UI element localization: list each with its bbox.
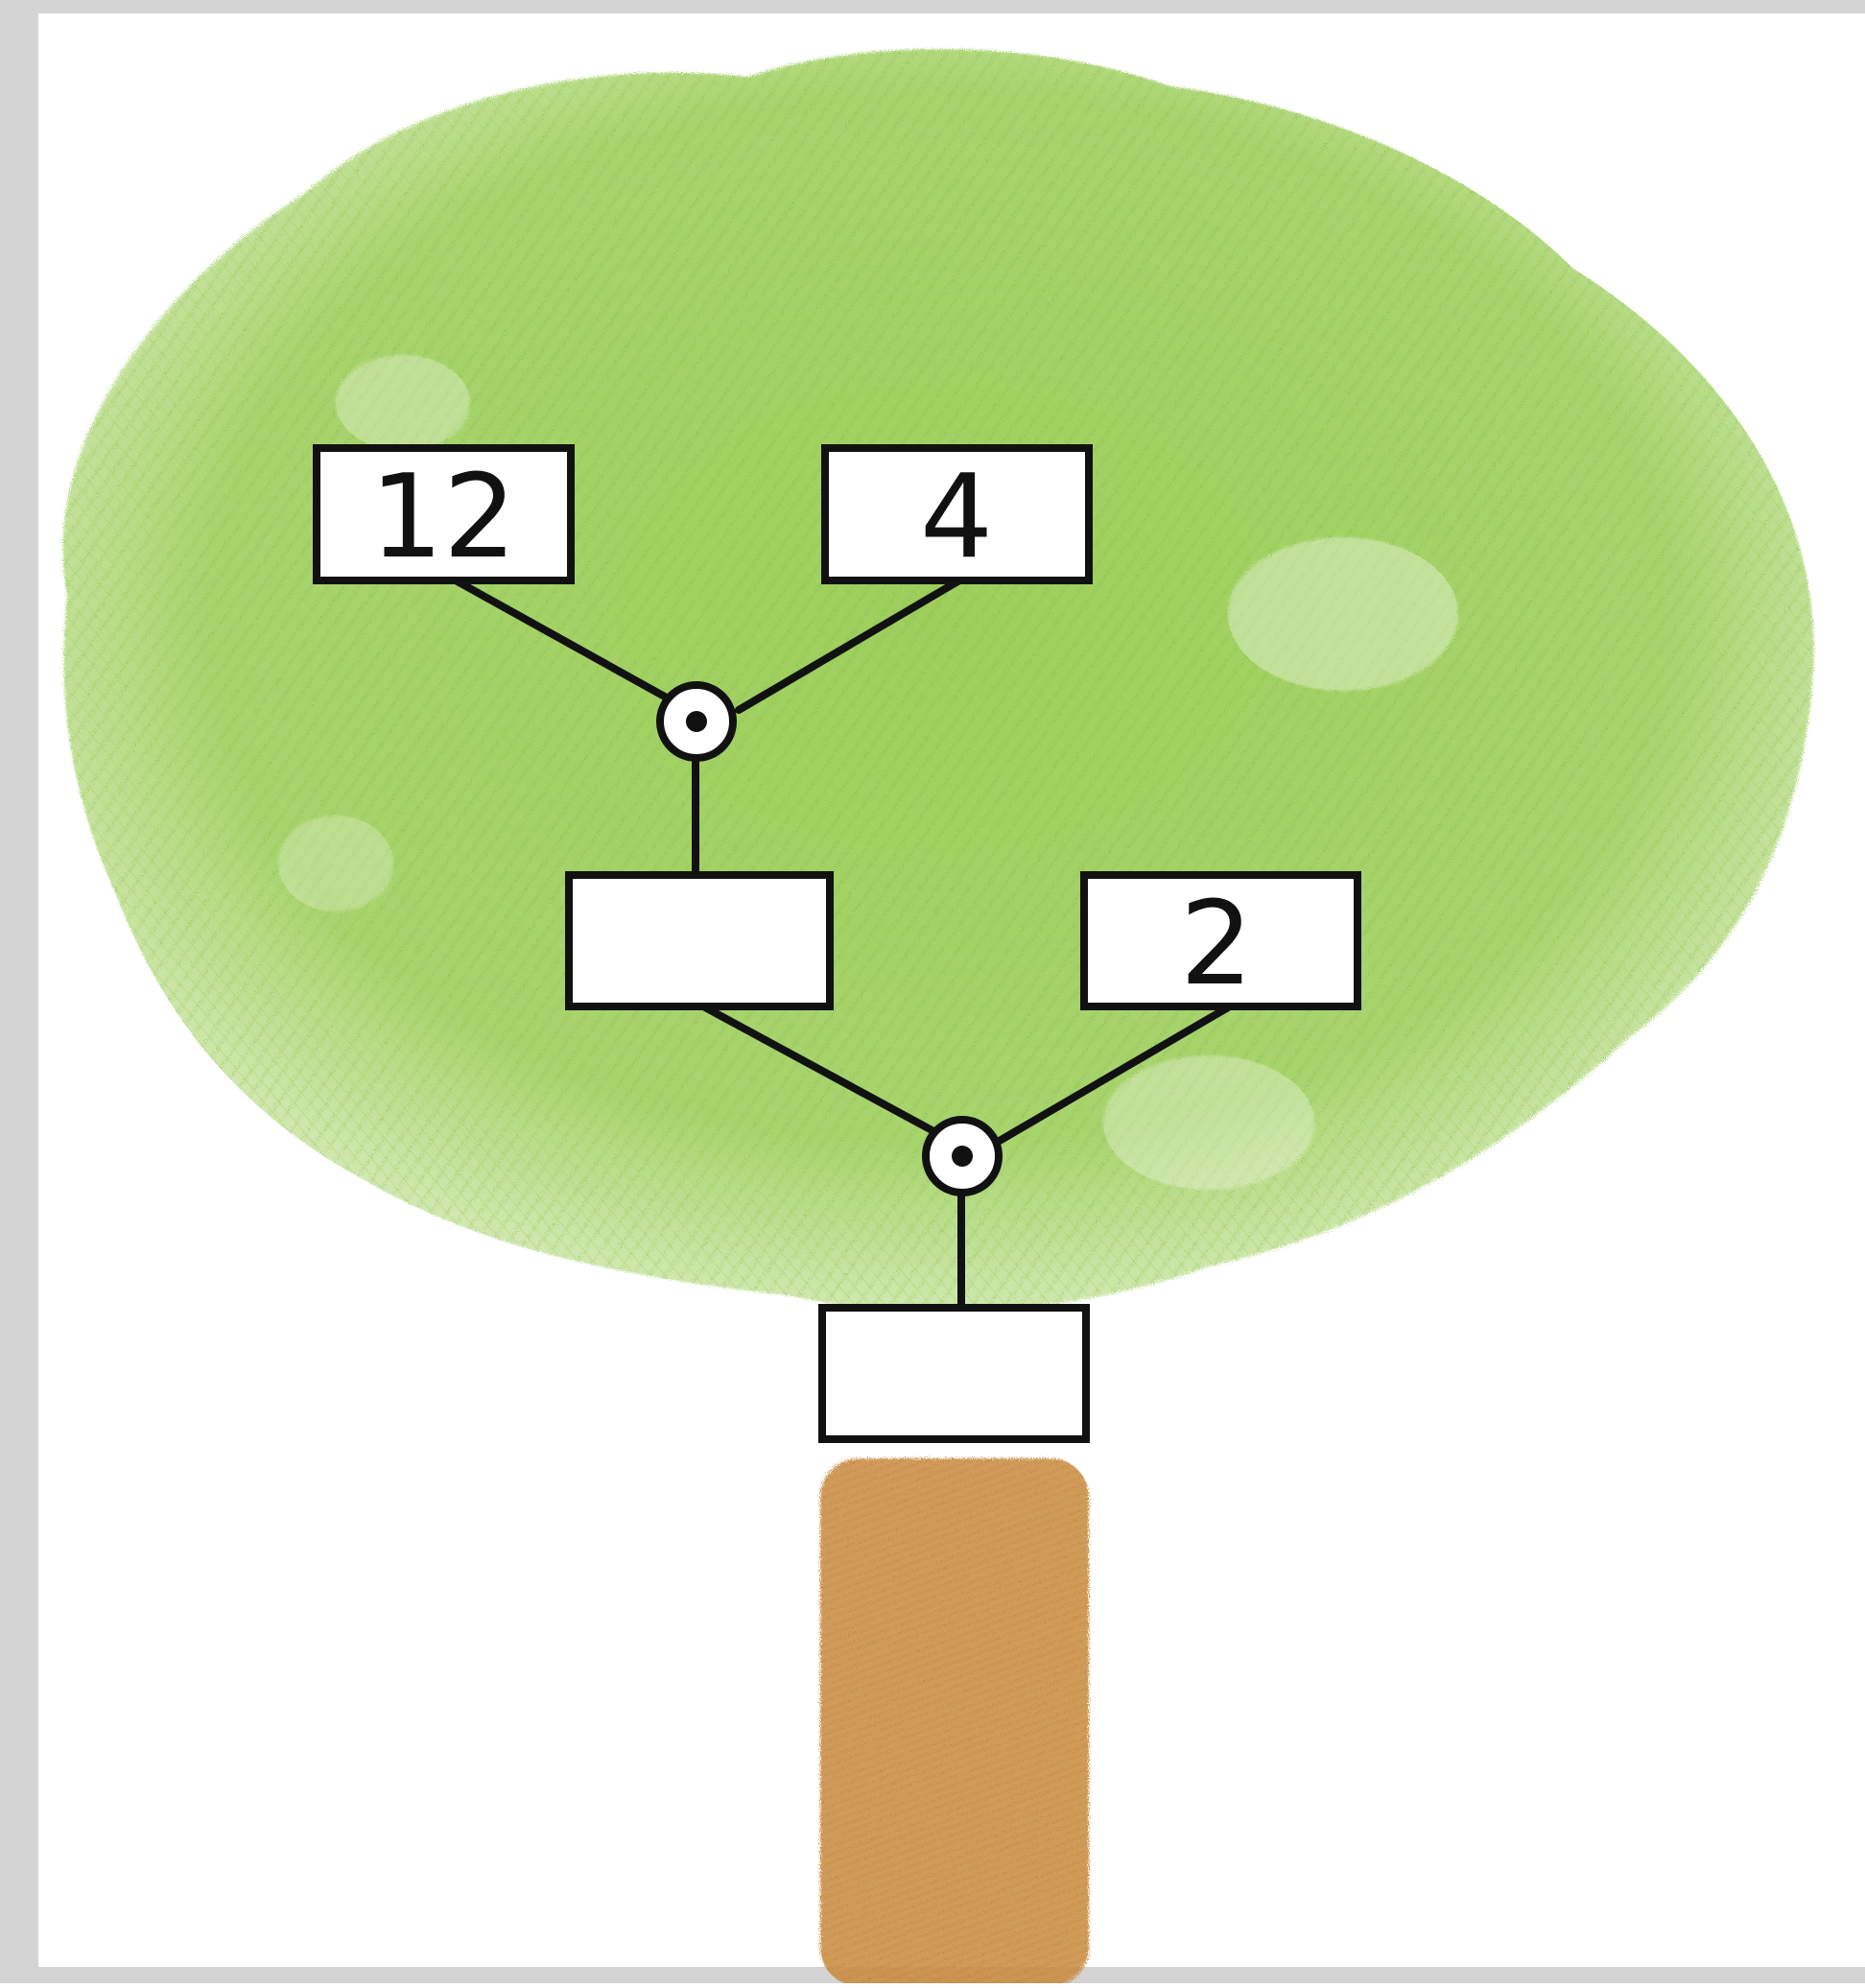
- edge-middle-right-to-lower-operator: [994, 1004, 1232, 1146]
- box-middle-left: [565, 871, 834, 1010]
- lower-operator-dot-multiplication-icon: [922, 1116, 1003, 1196]
- tree-foliage: [62, 49, 1814, 1312]
- box-top-right: 4: [821, 444, 1093, 584]
- box-top-left-value: 12: [370, 451, 517, 584]
- box-top-left: 12: [313, 444, 575, 584]
- edge-middle-left-to-lower-operator: [701, 1004, 939, 1136]
- edge-top-left-to-upper-operator: [452, 577, 675, 704]
- box-middle-right-value: 2: [1180, 878, 1253, 1011]
- tree-edges: [452, 577, 1232, 1309]
- box-middle-right: 2: [1080, 871, 1361, 1011]
- tree-trunk: [820, 1458, 1089, 1986]
- edge-top-right-to-upper-operator: [735, 577, 963, 714]
- box-bottom: [818, 1304, 1090, 1443]
- upper-operator-dot-multiplication-icon: [656, 681, 737, 762]
- box-top-right-value: 4: [920, 451, 993, 584]
